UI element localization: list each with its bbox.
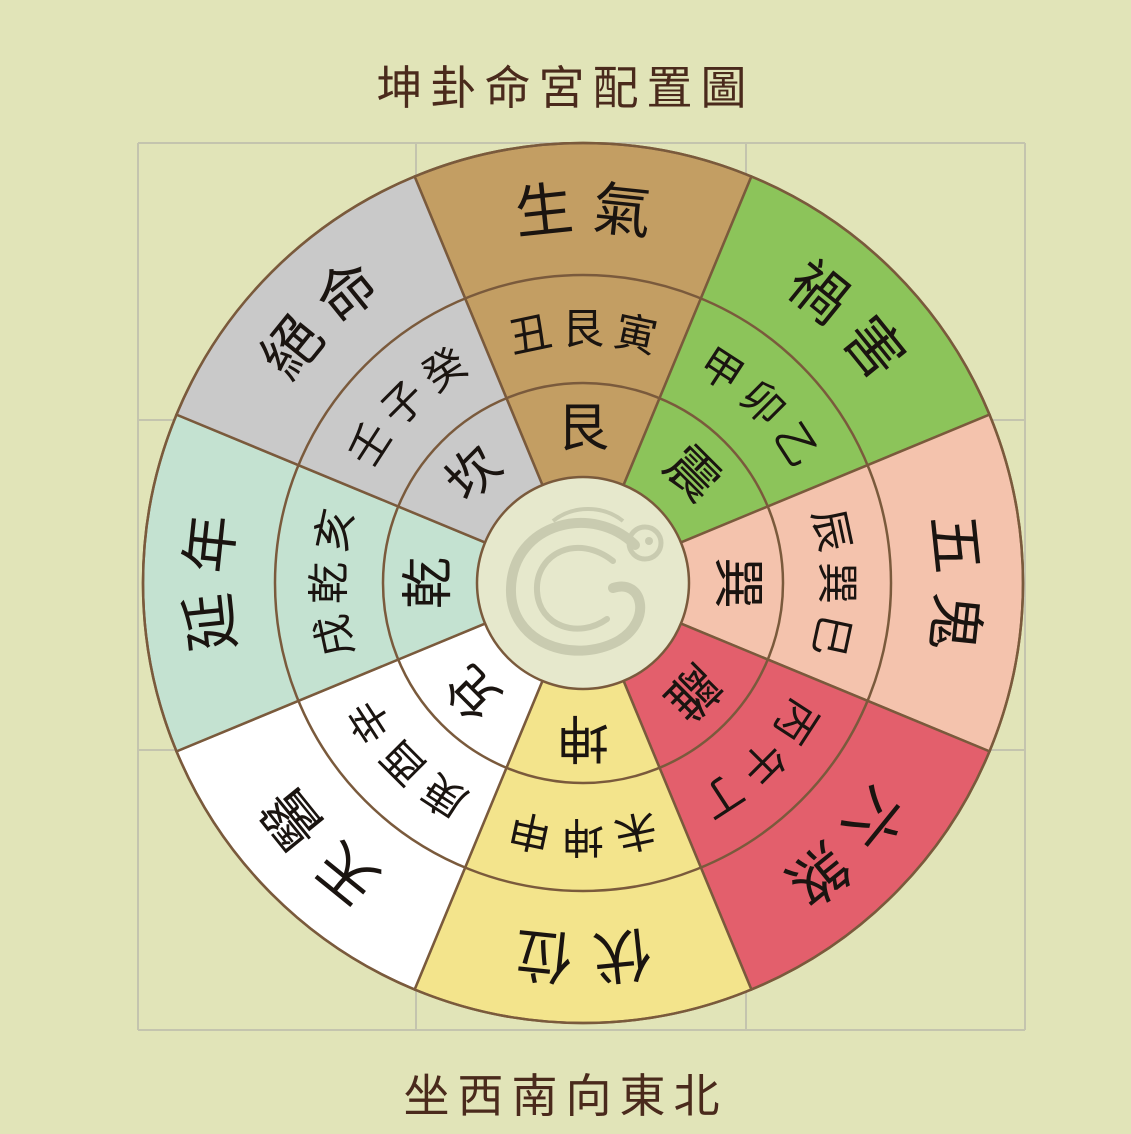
outer-label-5-char: 伏 [590,918,655,992]
middle-label-5-char: 申 [505,803,556,860]
middle-label-7-char: 乾 [305,562,354,604]
middle-label-3-char: 辰 [803,505,860,556]
inner-label-7-char: 乾 [399,557,459,609]
inner-label-1-char: 艮 [557,399,609,459]
middle-label-3-char: 巳 [803,610,860,661]
dragon-body [505,518,646,656]
dragon-eye [645,537,653,545]
middle-label-5-char: 坤 [562,813,604,862]
diagram-footer: 坐西南向東北 [403,1069,728,1123]
dragon-head [626,524,664,562]
middle-label-7-char: 戌 [306,610,363,661]
middle-label-1-char: 寅 [610,306,661,363]
outer-label-1-char: 生 [512,174,577,248]
middle-label-7-char: 亥 [306,505,363,556]
outer-label-3-char: 鬼 [918,590,992,655]
outer-label-7-char: 延 [174,590,248,655]
ring-1 [141,141,1025,1025]
inner-label-3-char: 巽 [707,557,767,609]
ring-3 [381,381,785,785]
middle-label-1-char: 艮 [562,305,604,354]
middle-label-1-char: 丑 [505,306,556,363]
outer-label-7-char: 年 [174,512,248,577]
dragon-crest [551,507,625,523]
middle-label-5-char: 未 [610,803,661,860]
outer-label-1-char: 氣 [590,174,655,248]
ring-2 [273,273,893,893]
outer-label-3-char: 五 [918,512,992,577]
dragon-inner-coil [533,544,616,632]
diagram-title: 坤卦命宮配置圖 [376,61,755,115]
center-emblem [475,475,691,691]
outer-label-5-char: 位 [512,918,577,992]
middle-label-3-char: 巽 [813,562,862,604]
ring-group [141,141,1025,1025]
coiled-dragon-icon [505,507,664,656]
inner-label-5-char: 坤 [557,707,609,767]
